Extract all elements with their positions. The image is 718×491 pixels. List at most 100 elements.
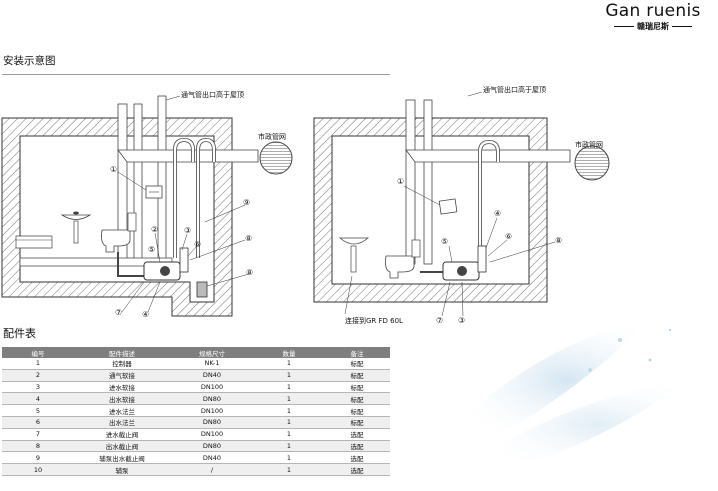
cell-description: 进水法兰 xyxy=(74,404,170,417)
cell-quantity: 1 xyxy=(254,404,324,417)
cell-quantity: 1 xyxy=(254,358,324,370)
cell-description: 出水截止阀 xyxy=(74,440,170,453)
right-vent-label: 通气管出口高于屋顶 xyxy=(483,86,546,94)
header-quantity: 数量 xyxy=(254,347,324,358)
right-callout-3: ③ xyxy=(458,316,466,325)
left-callout-7: ⑦ xyxy=(115,308,123,317)
right-connect-label: 连接到GR FD 60L xyxy=(345,317,403,325)
cell-spec: DN100 xyxy=(170,381,254,394)
left-callout-2: ② xyxy=(151,225,159,234)
cell-quantity: 1 xyxy=(254,451,324,465)
right-diagram xyxy=(313,91,610,317)
cell-remark: 选配 xyxy=(324,463,390,476)
cell-number: 8 xyxy=(2,440,74,453)
cell-remark: 标配 xyxy=(324,381,390,394)
right-callout-7: ⑦ xyxy=(436,316,444,325)
brand-subtitle-text: 赣瑞尼斯 xyxy=(637,22,669,31)
cell-quantity: 1 xyxy=(254,440,324,453)
left-callout-4: ④ xyxy=(142,310,150,319)
cell-spec: / xyxy=(170,463,254,476)
cell-remark: 选配 xyxy=(324,440,390,453)
cell-quantity: 1 xyxy=(254,369,324,382)
installation-diagram xyxy=(1,91,610,317)
cell-remark: 标配 xyxy=(324,404,390,417)
cell-description: 进水软接 xyxy=(74,381,170,394)
cell-quantity: 1 xyxy=(254,381,324,394)
cell-number: 4 xyxy=(2,392,74,406)
right-callout-5: ⑤ xyxy=(441,237,449,246)
brand-name: Gan ruenis xyxy=(605,1,701,21)
cell-spec: DN40 xyxy=(170,451,254,465)
right-sewer-label: 市政管网 xyxy=(575,141,603,149)
left-callout-6: ⑥ xyxy=(194,240,202,249)
cell-remark: 选配 xyxy=(324,451,390,465)
cell-spec: NK-1 xyxy=(170,358,254,370)
left-callout-8b: ⑧ xyxy=(246,268,254,277)
cell-number: 7 xyxy=(2,428,74,441)
left-callout-9: ⑨ xyxy=(243,198,251,207)
cell-description: 控制器 xyxy=(74,358,170,370)
cell-spec: DN100 xyxy=(170,404,254,417)
cell-remark: 标配 xyxy=(324,358,390,370)
cell-description: 辅泵出水截止阀 xyxy=(74,451,170,465)
cell-number: 10 xyxy=(2,463,74,476)
left-diagram xyxy=(1,95,293,317)
left-callout-3: ③ xyxy=(184,226,192,235)
cell-quantity: 1 xyxy=(254,428,324,441)
title-divider xyxy=(2,74,390,75)
cell-description: 通气软接 xyxy=(74,369,170,382)
right-callout-6: ⑥ xyxy=(505,232,513,241)
cell-spec: DN40 xyxy=(170,369,254,382)
cell-spec: DN80 xyxy=(170,416,254,429)
cell-remark: 标配 xyxy=(324,369,390,382)
cell-quantity: 1 xyxy=(254,392,324,406)
left-vent-label: 通气管出口高于屋顶 xyxy=(181,91,244,99)
cell-number: 1 xyxy=(2,358,74,370)
right-callout-8: ⑧ xyxy=(555,236,563,245)
cell-number: 2 xyxy=(2,369,74,382)
cell-remark: 标配 xyxy=(324,392,390,406)
cell-description: 出水软接 xyxy=(74,392,170,406)
cell-spec: DN100 xyxy=(170,428,254,441)
right-callout-1: ① xyxy=(397,177,405,186)
left-callout-5: ⑤ xyxy=(148,245,156,254)
header-spec: 规格尺寸 xyxy=(170,347,254,358)
cell-remark: 标配 xyxy=(324,416,390,429)
cell-number: 3 xyxy=(2,381,74,394)
cell-description: 辅泵 xyxy=(74,463,170,476)
header-number: 编号 xyxy=(2,347,74,358)
header-remark: 备注 xyxy=(324,347,390,358)
cell-spec: DN80 xyxy=(170,392,254,406)
cell-number: 6 xyxy=(2,416,74,429)
water-splash-decoration xyxy=(440,320,690,470)
right-callout-4: ④ xyxy=(494,209,502,218)
install-title: 安装示意图 xyxy=(3,55,56,67)
left-callout-8: ⑧ xyxy=(245,234,253,243)
left-callout-1: ① xyxy=(110,165,118,174)
brand-logo: Gan ruenis 赣瑞尼斯 xyxy=(598,0,708,32)
cell-remark: 选配 xyxy=(324,428,390,441)
cell-number: 5 xyxy=(2,404,74,417)
left-sewer-label: 市政管网 xyxy=(258,133,286,141)
cell-spec: DN80 xyxy=(170,440,254,453)
cell-number: 9 xyxy=(2,451,74,465)
cell-quantity: 1 xyxy=(254,416,324,429)
parts-header-row: 编号 配件描述 规格尺寸 数量 备注 xyxy=(2,347,390,358)
cell-description: 进水截止阀 xyxy=(74,428,170,441)
brand-subtitle: 赣瑞尼斯 xyxy=(598,22,708,32)
header-description: 配件描述 xyxy=(74,347,170,358)
parts-title: 配件表 xyxy=(3,327,36,340)
cell-description: 出水法兰 xyxy=(74,416,170,429)
cell-quantity: 1 xyxy=(254,463,324,476)
